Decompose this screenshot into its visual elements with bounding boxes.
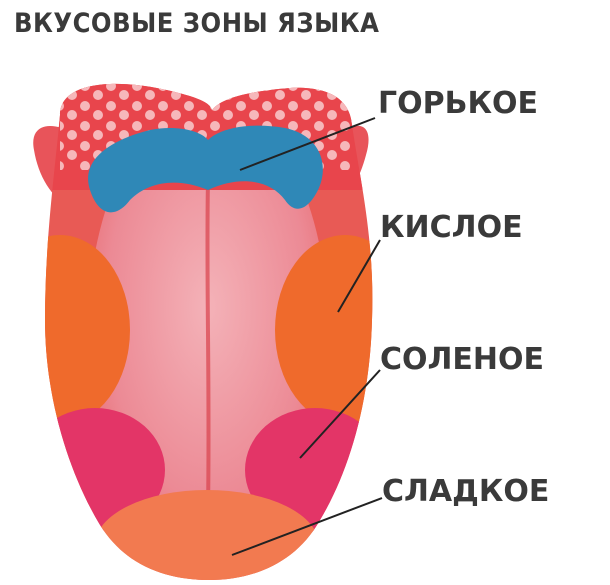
label-bitter: ГОРЬКОЕ xyxy=(378,86,538,121)
label-sweet: СЛАДКОЕ xyxy=(382,474,549,509)
label-salty: СОЛЕНОЕ xyxy=(380,342,544,377)
sour-zone-right xyxy=(275,235,415,425)
label-sour: КИСЛОЕ xyxy=(380,210,523,245)
